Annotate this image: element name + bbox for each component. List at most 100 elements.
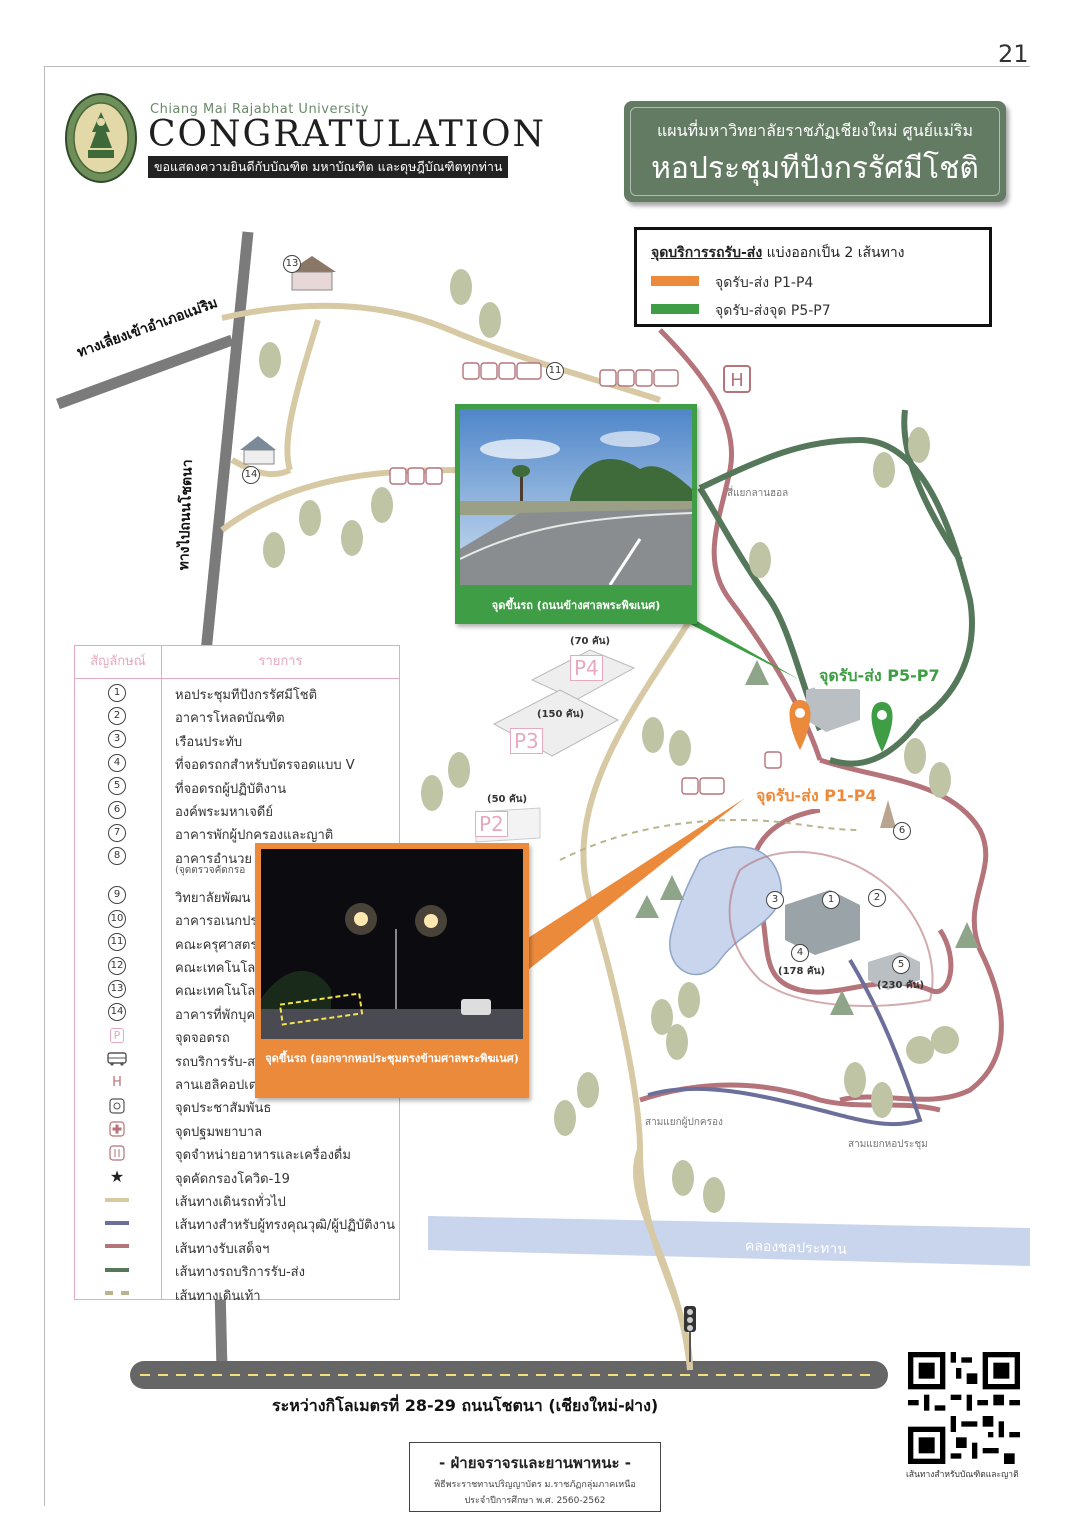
legend-row: ★ จุดคัดกรองโควิด-19 [75, 1165, 399, 1188]
route-line-swatch [105, 1213, 129, 1232]
shuttle-route [697, 409, 975, 767]
legend-number-icon: 14 [108, 1003, 126, 1022]
legend-number-icon: 10 [108, 909, 126, 928]
pickup-label-green: จุดรับ-ส่ง P5-P7 [815, 664, 944, 689]
legend-row: H ลานเฮลิคอปเต [75, 1071, 399, 1094]
map-title-line2: หอประชุมทีปังกรรัศมีโชติ [651, 151, 979, 186]
building5-capacity: (230 คัน) [877, 980, 925, 991]
legend-label: ลานเฮลิคอปเต [175, 1078, 258, 1093]
footer-title: - ฝ่ายจราจรและยานพาหนะ - [439, 1454, 631, 1472]
legend-number-icon: 13 [108, 979, 126, 998]
legend-label: จุดคัดกรองโควิด-19 [175, 1171, 290, 1187]
legend-row: เส้นทางเดินรถทั่วไป [75, 1188, 399, 1211]
legend-symbol: 2 [105, 706, 129, 725]
road-label-chotana: ทางไปถนนโชตนา [175, 459, 196, 571]
legend-number-icon: 6 [108, 800, 126, 819]
legend-row: จุดจำหน่ายอาหารและเครื่องดื่ม [75, 1141, 399, 1164]
footer-line3: ประจำปีการศึกษา พ.ศ. 2560-2562 [464, 1496, 606, 1506]
pickup-photo-night [261, 849, 523, 1039]
map-marker-14: 14 [242, 466, 260, 484]
footer-box: - ฝ่ายจราจรและยานพาหนะ - พิธีพระราชทานปร… [409, 1442, 661, 1512]
canal [428, 1216, 1030, 1266]
legend-number-icon: 5 [108, 777, 126, 796]
map-marker-4: 4 [791, 944, 809, 962]
footpath [559, 818, 861, 861]
legend-row: 7 อาคารพักผู้ปกครองและญาติ [75, 821, 399, 844]
legend-label: หอประชุมทีปังกรรัศมีโชติ [175, 688, 318, 703]
route-line-swatch [105, 1237, 129, 1256]
footer-line2: พิธีพระราชทานปริญญาบัตร ม.ราชภัฏกลุ่มภาค… [434, 1480, 636, 1490]
lake [669, 846, 783, 976]
legend-label: เส้นทางรับเสด็จฯ [175, 1241, 270, 1257]
orange-pickup-callout: จุดขึ้นรถ (ออกจากหอประชุมตรงข้ามศาลพระพิ… [255, 843, 529, 1098]
green-swatch [651, 304, 699, 314]
star-icon: ★ [109, 1166, 125, 1186]
bus-icon [105, 1050, 129, 1069]
legend-label: ที่จอดรถกสำหรับบัตรจอดแบบ V [175, 758, 355, 774]
legend-number-icon: 12 [108, 956, 126, 975]
p4-label: P4 [570, 655, 603, 681]
guardian-junction-label: สามแยกผู้ปกครอง [645, 1117, 723, 1128]
map-marker-11: 11 [546, 362, 564, 380]
legend-label: รถบริการรับ-ส [175, 1054, 256, 1070]
pickup-photo-road [460, 409, 692, 585]
canal-label: คลองชลประทาน [744, 1238, 848, 1258]
legend-label: ที่จอดรถผู้ปฏิบัติงาน [175, 781, 287, 797]
p4-capacity: (70 คัน) [570, 636, 611, 647]
legend-label: องค์พระมหาเจดีย์ [175, 805, 273, 820]
legend-row: เส้นทางรถบริการรับ-ส่ง [75, 1258, 399, 1281]
p3-label: P3 [510, 728, 543, 754]
map-marker-6: 6 [893, 822, 911, 840]
amenity-icons [389, 362, 782, 795]
legend-label: อาคารที่พักบุค [175, 1007, 256, 1023]
legend-symbol: 14 [105, 1003, 129, 1022]
map-marker-3: 3 [766, 891, 784, 909]
legend-label: จุดปฐมพยาบาล [175, 1124, 263, 1140]
shuttle-legend-heading: จุดบริการรถรับ-ส่ง แบ่งออกเป็น 2 เส้นทาง [651, 245, 905, 261]
page-number: 21 [998, 40, 1029, 68]
shuttle-legend: จุดบริการรถรับ-ส่ง แบ่งออกเป็น 2 เส้นทาง… [634, 227, 992, 327]
congratulation-title: CONGRATULATION [148, 114, 546, 155]
map-marker-1: 1 [822, 891, 840, 909]
legend-row: จุดประชาสัมพันธ [75, 1094, 399, 1117]
legend-label: จุดจอดรถ [175, 1031, 230, 1047]
legend-row: เส้นทางรับเสด็จฯ [75, 1235, 399, 1258]
legend-number-icon: 1 [108, 683, 126, 702]
legend-label: เส้นทางสำหรับผู้ทรงคุณวุฒิ/ผู้ปฏิบัติงาน [175, 1218, 396, 1234]
map-marker-13: 13 [283, 255, 301, 273]
university-name: Chiang Mai Rajabhat University [150, 102, 370, 117]
legend-number-icon: 8 [108, 847, 126, 866]
heliport-icon [723, 365, 751, 393]
route-line-swatch [105, 1284, 129, 1303]
legend-row: 1 หอประชุมทีปังกรรัศมีโชติ [75, 681, 399, 704]
orange-swatch [651, 276, 699, 286]
legend-label: อาคารพักผู้ปกครองและญาติ [175, 828, 334, 844]
shuttle-legend-orange-label: จุดรับ-ส่ง P1-P4 [715, 275, 814, 291]
assembly-junction-label: สามแยกหอประชุม [848, 1139, 928, 1150]
legend-label: อาคารอำนวย [175, 851, 252, 867]
legend-symbol: 7 [105, 823, 129, 842]
external-road [199, 231, 254, 663]
orange-pin-icon [789, 700, 811, 750]
shuttle-legend-green-label: จุดรับ-ส่งจุด P5-P7 [715, 303, 831, 319]
general-roads [220, 302, 693, 1371]
legend-label: เส้นทางรถบริการรับ-ส่ง [175, 1265, 305, 1281]
heliport-icon: H [112, 1075, 122, 1090]
house-14-icon [240, 436, 276, 465]
legend-symbol: 3 [105, 730, 129, 749]
legend-label: วิทยาลัยพัฒน [175, 890, 251, 906]
p2-label: P2 [475, 811, 508, 837]
main-road-label: ระหว่างกิโลเมตรที่ 28-29 ถนนโชตนา (เชียง… [272, 1396, 659, 1415]
legend-row: จุดปฐมพยาบาล [75, 1118, 399, 1141]
legend-symbol: 8 [105, 847, 129, 866]
legend-row: 6 องค์พระมหาเจดีย์ [75, 798, 399, 821]
